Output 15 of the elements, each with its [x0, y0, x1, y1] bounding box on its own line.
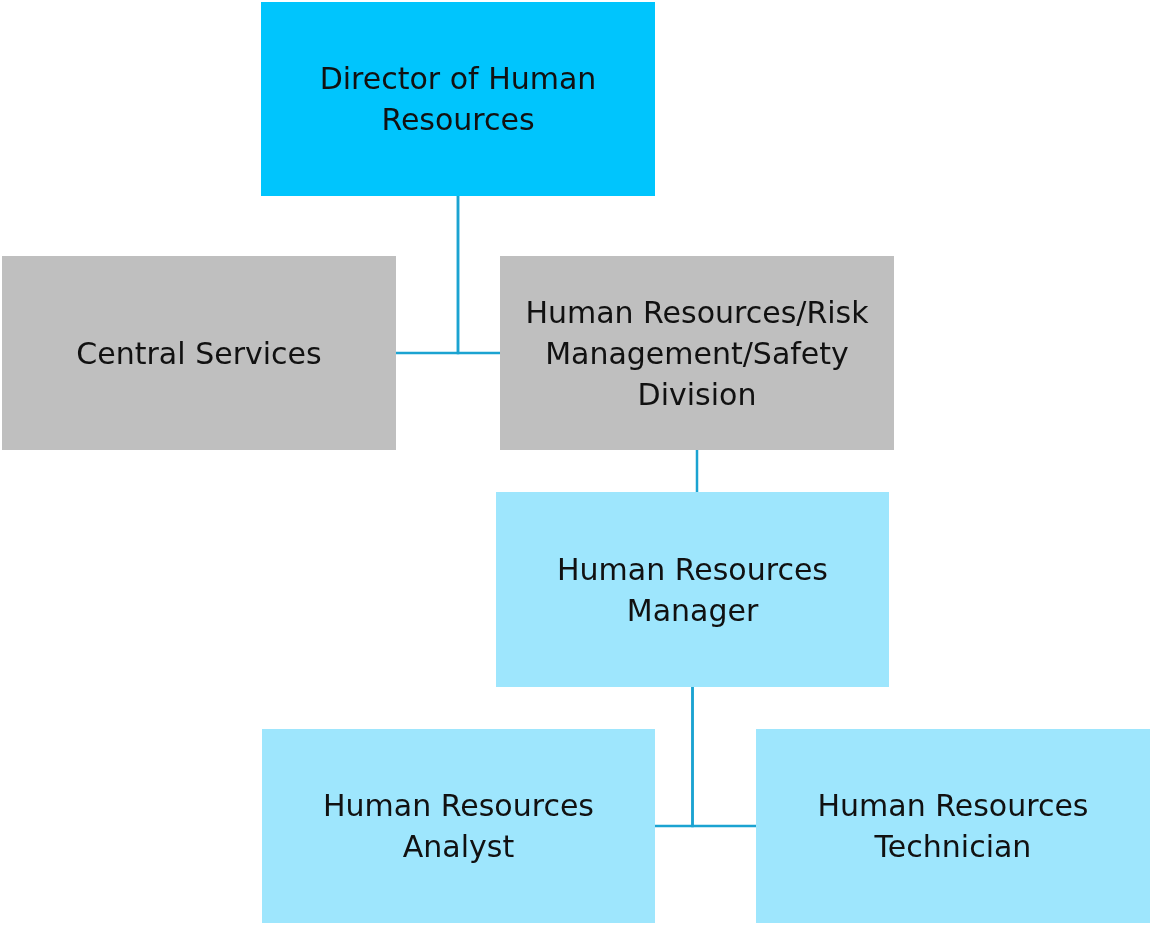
org-box [756, 729, 1150, 923]
role-title: Human Resources Manager [556, 550, 829, 630]
connector-line [456, 196, 500, 355]
connector-line [695, 450, 699, 492]
role-title: Human Resources Technician [816, 787, 1090, 866]
org-box [262, 729, 655, 923]
org-box [500, 256, 894, 450]
org-box [261, 2, 655, 196]
role-title: Central Services [76, 334, 322, 373]
role-title: Human Resources Analyst [322, 787, 595, 866]
role-title: Director of Human Resources [318, 60, 598, 139]
connector-line [691, 687, 756, 828]
role-title: Human Resources/Risk Management/Safety Division [524, 293, 870, 414]
org-box [496, 492, 889, 687]
org-box [2, 256, 396, 450]
